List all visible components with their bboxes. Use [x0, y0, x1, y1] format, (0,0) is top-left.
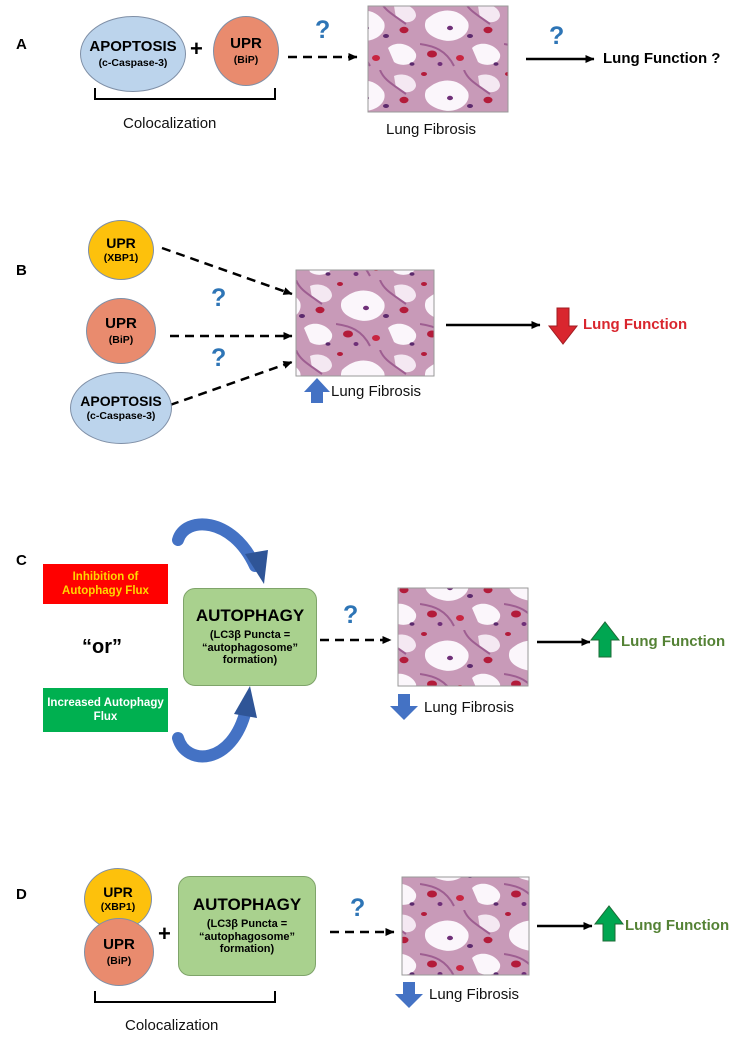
- a-lung-tissue-image: [367, 5, 509, 113]
- c-lung-fibrosis-caption: Lung Fibrosis: [424, 699, 515, 716]
- b-apoptosis-title: APOPTOSIS: [80, 392, 162, 409]
- c-increased-autophagy-box: Increased Autophagy Flux: [43, 688, 168, 732]
- a-upr-title: UPR: [230, 35, 262, 53]
- b-lung-fibrosis-caption: Lung Fibrosis: [331, 383, 422, 400]
- b-apoptosis-node: APOPTOSIS (c-Caspase-3): [70, 372, 172, 444]
- curved-arrow-top-icon: [172, 518, 268, 584]
- b-fibrosis-up-arrow-icon: [304, 378, 330, 403]
- d-colocalization-brace: [94, 991, 276, 1003]
- d-xbp1-marker: (XBP1): [100, 901, 136, 914]
- curved-arrow-bottom-icon: [172, 686, 257, 763]
- a-upr-bip-node: UPR (BiP): [213, 16, 279, 86]
- d-question-mark: ?: [350, 894, 366, 922]
- d-autophagy-node: AUTOPHAGY (LC3β Puncta = “autophagosome”…: [178, 876, 316, 976]
- a-apoptosis-marker: (c-Caspase-3): [98, 56, 168, 69]
- b-xbp1-title: UPR: [106, 234, 136, 251]
- c-autophagy-line2: “autophagosome”: [202, 641, 298, 654]
- d-xbp1-title: UPR: [103, 883, 133, 900]
- panel-d-letter: D: [16, 886, 27, 903]
- a-upr-marker: (BiP): [233, 53, 259, 66]
- b-lung-tissue-image: [295, 269, 435, 377]
- d-autophagy-line1: (LC3β Puncta =: [206, 917, 288, 930]
- c-inhibition-autophagy-box: Inhibition of Autophagy Flux: [43, 564, 168, 604]
- c-autophagy-line3: formation): [222, 654, 278, 667]
- a-colocalization-label: Colocalization: [123, 115, 217, 132]
- c-autophagy-title: AUTOPHAGY: [195, 606, 305, 626]
- c-fibrosis-down-arrow-icon: [390, 694, 418, 720]
- b-upr-xbp1-node: UPR (XBP1): [88, 220, 154, 280]
- d-upr-bip-node: UPR (BiP): [84, 918, 154, 986]
- b-dashed-arrow-apoptosis: [169, 360, 293, 407]
- d-colocalization-label: Colocalization: [125, 1017, 219, 1034]
- c-or-label: “or”: [82, 636, 122, 658]
- panel-b-letter: B: [16, 262, 27, 279]
- c-lung-tissue-image: [397, 587, 529, 687]
- b-function-down-arrow-icon: [547, 307, 579, 345]
- d-function-up-arrow-icon: [593, 905, 625, 942]
- b-bip-title: UPR: [105, 315, 137, 333]
- d-bip-title: UPR: [103, 936, 135, 954]
- c-autophagy-line1: (LC3β Puncta =: [209, 628, 291, 641]
- c-question-mark: ?: [343, 601, 359, 629]
- a-plus-sign: +: [190, 36, 203, 61]
- panel-c-letter: C: [16, 552, 27, 569]
- d-plus-sign: +: [158, 921, 171, 946]
- d-lung-function-outcome: Lung Function: [625, 917, 730, 934]
- a-lung-fibrosis-caption: Lung Fibrosis: [386, 121, 477, 138]
- a-colocalization-brace: [94, 88, 276, 100]
- a-question-mark-2: ?: [549, 22, 565, 50]
- d-autophagy-line2: “autophagosome”: [199, 930, 295, 943]
- b-xbp1-marker: (XBP1): [103, 252, 139, 265]
- b-question-mark-2: ?: [211, 344, 227, 372]
- b-bip-marker: (BiP): [108, 333, 134, 346]
- b-dashed-arrow-xbp1: [161, 246, 293, 296]
- b-lung-function-outcome: Lung Function: [583, 316, 688, 333]
- d-lung-tissue-image: [401, 876, 530, 976]
- d-autophagy-title: AUTOPHAGY: [192, 895, 302, 915]
- panel-a-letter: A: [16, 36, 27, 53]
- a-question-mark-1: ?: [315, 16, 331, 44]
- d-fibrosis-down-arrow-icon: [395, 982, 423, 1008]
- b-question-mark-1: ?: [211, 284, 227, 312]
- d-autophagy-line3: formation): [219, 943, 275, 956]
- a-apoptosis-title: APOPTOSIS: [89, 38, 177, 56]
- b-upr-bip-node: UPR (BiP): [86, 298, 156, 364]
- d-lung-fibrosis-caption: Lung Fibrosis: [429, 986, 520, 1003]
- d-bip-marker: (BiP): [106, 954, 132, 967]
- b-apoptosis-marker: (c-Caspase-3): [86, 410, 156, 423]
- a-lung-function-outcome: Lung Function ?: [603, 50, 721, 67]
- c-function-up-arrow-icon: [589, 621, 621, 658]
- c-autophagy-node: AUTOPHAGY (LC3β Puncta = “autophagosome”…: [183, 588, 317, 686]
- a-apoptosis-node: APOPTOSIS (c-Caspase-3): [80, 16, 186, 92]
- c-lung-function-outcome: Lung Function: [621, 633, 726, 650]
